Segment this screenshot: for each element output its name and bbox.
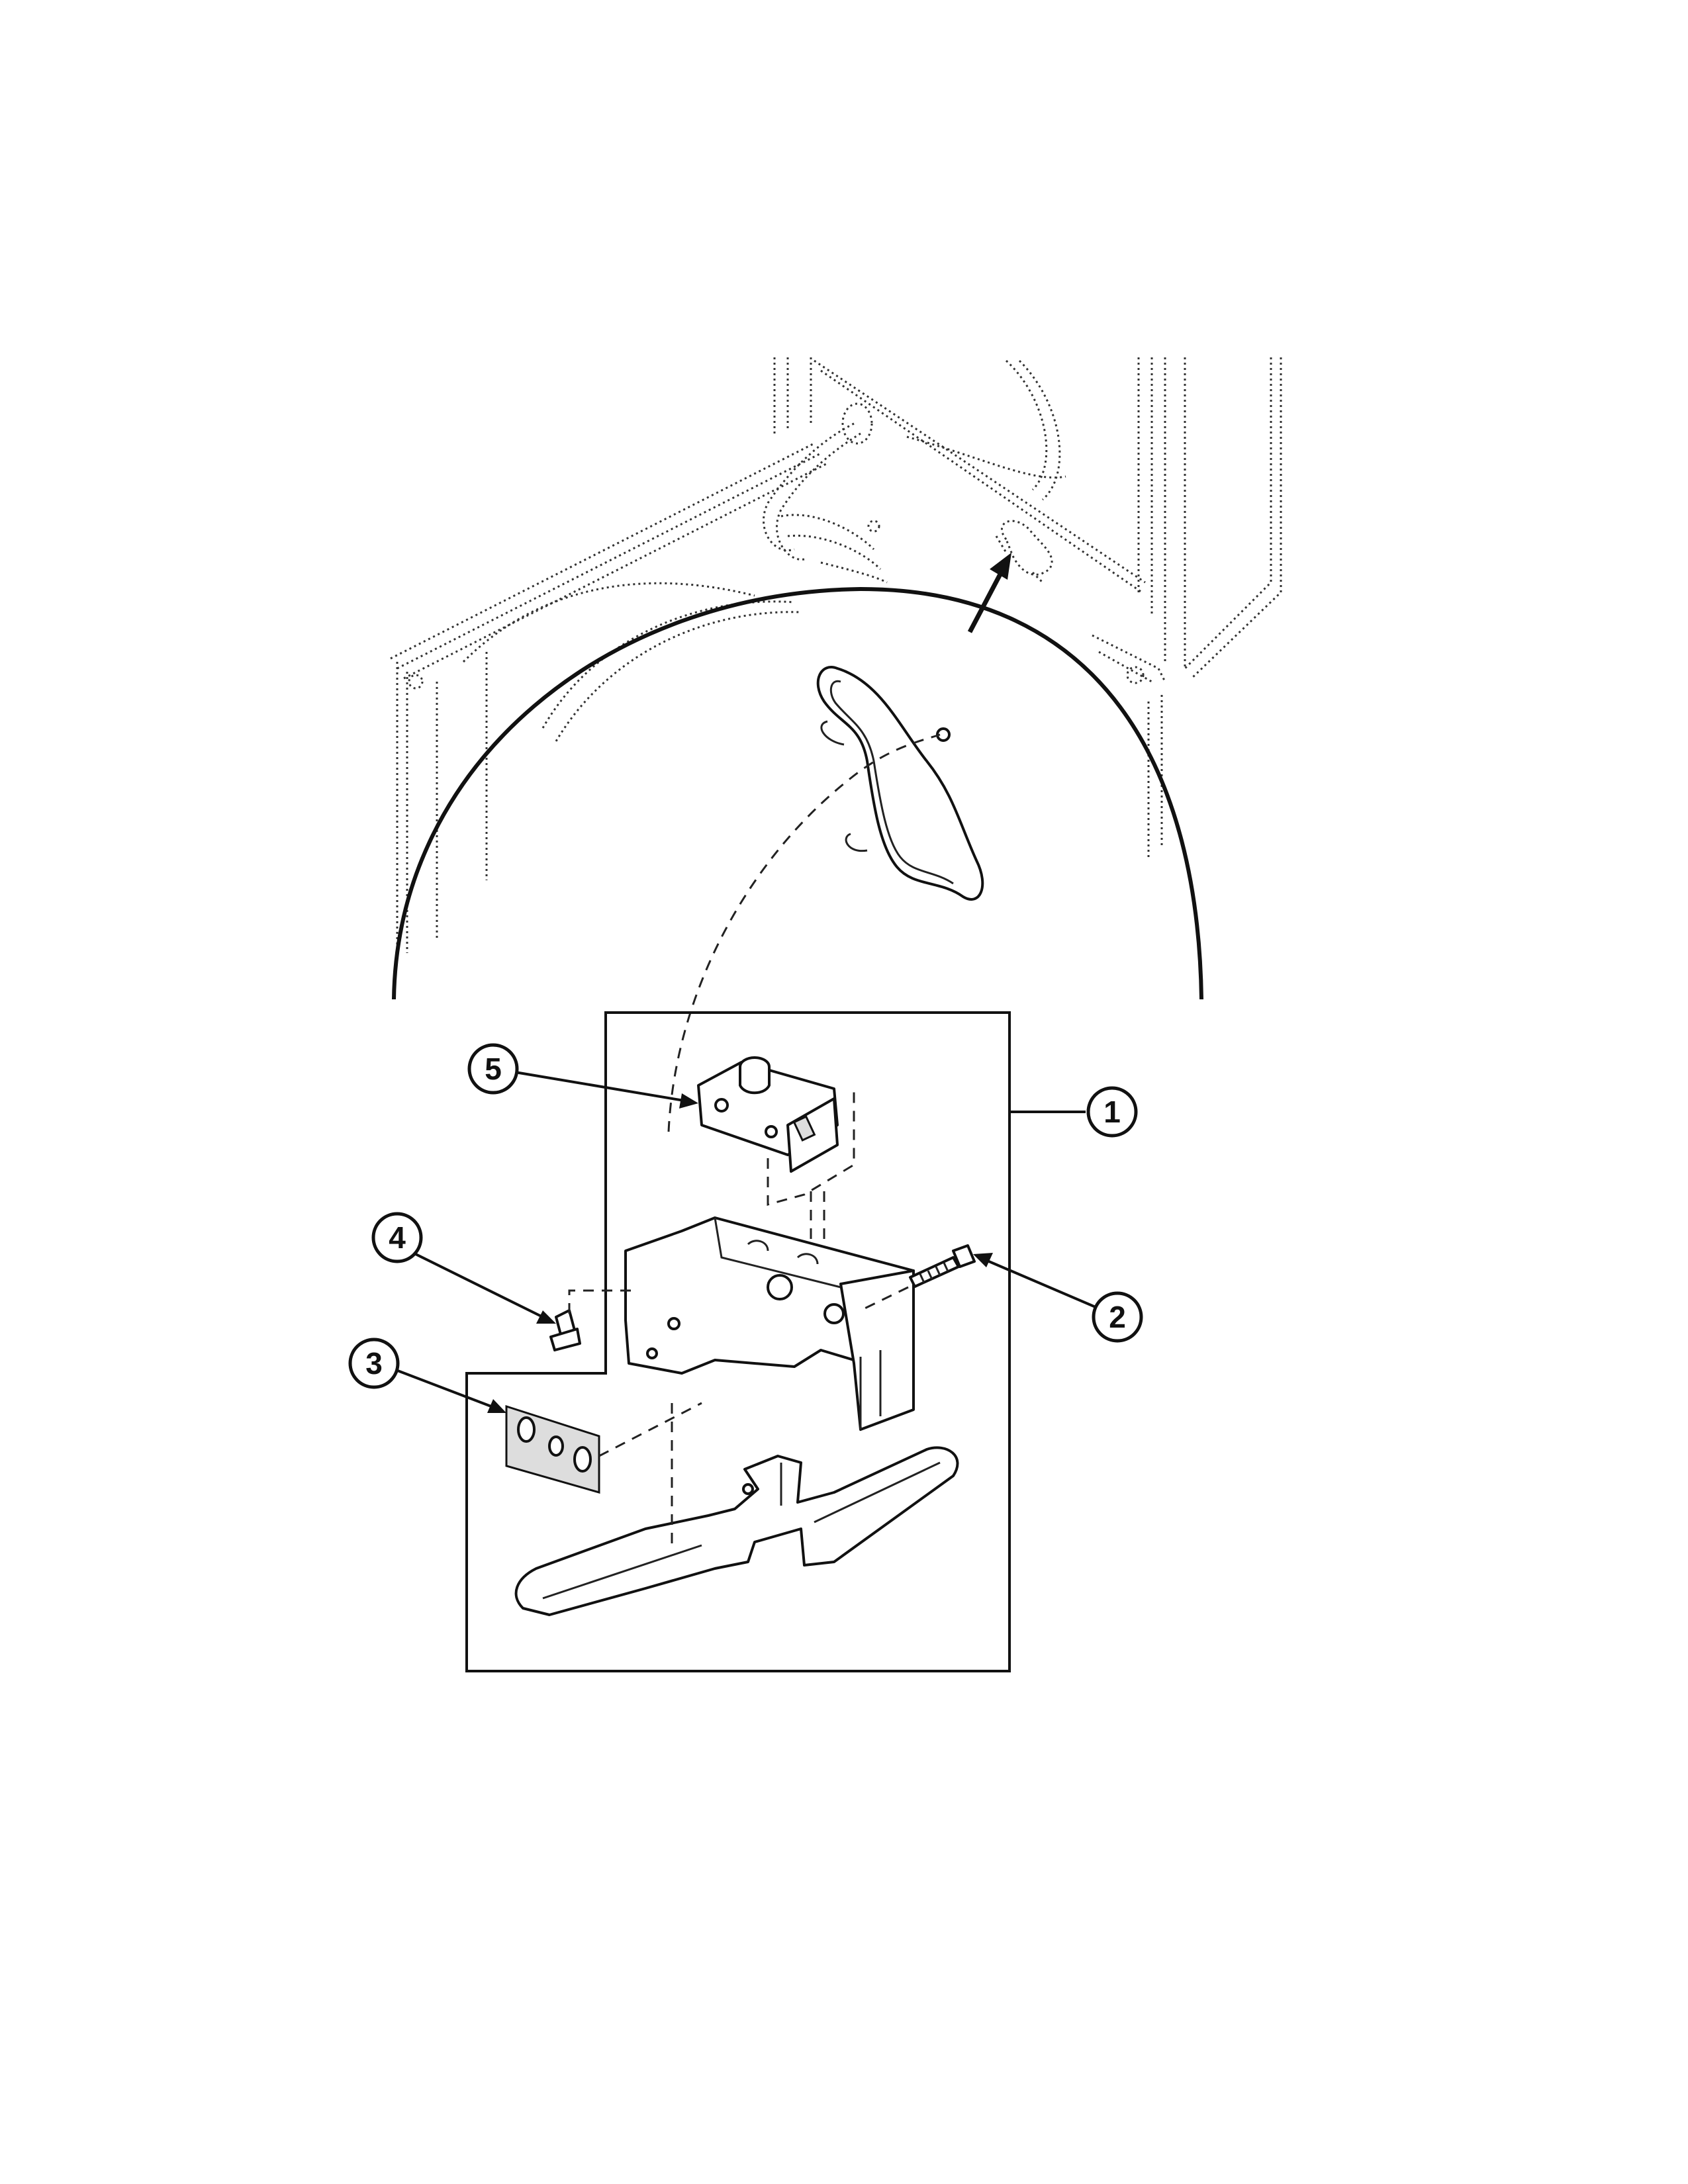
callout-1-circle	[1086, 1086, 1138, 1138]
callout-2: 2	[973, 1253, 1143, 1343]
callout-1-label: 1	[1103, 1095, 1121, 1129]
door-switch	[697, 1056, 839, 1173]
appliance-cabinet	[390, 357, 1282, 960]
callout-4: 4	[371, 1212, 556, 1324]
callout-5-circle	[467, 1043, 519, 1095]
callout-5: 5	[467, 1043, 698, 1109]
callout-3-circle	[348, 1338, 400, 1389]
label-plate	[505, 1402, 702, 1494]
callout-4-circle	[371, 1212, 423, 1263]
callout-2-circle	[1092, 1291, 1143, 1343]
callout-5-label: 5	[485, 1052, 502, 1086]
mounting-screw	[860, 1244, 976, 1312]
assembly-path-curve	[667, 733, 941, 1132]
callout-1: 1	[1009, 1086, 1138, 1138]
callout-3-label: 3	[365, 1346, 383, 1381]
callout-3: 3	[348, 1338, 506, 1413]
callout-4-label: 4	[389, 1220, 406, 1255]
magnified-detail-circle	[392, 586, 1203, 1000]
slide-plate	[514, 1403, 959, 1616]
callout-2-label: 2	[1109, 1300, 1126, 1334]
clip-nut	[549, 1289, 635, 1351]
switch-bracket	[624, 1216, 915, 1431]
detail-pointer-arrow	[967, 553, 1011, 633]
kit-outline-box	[465, 1011, 1011, 1672]
